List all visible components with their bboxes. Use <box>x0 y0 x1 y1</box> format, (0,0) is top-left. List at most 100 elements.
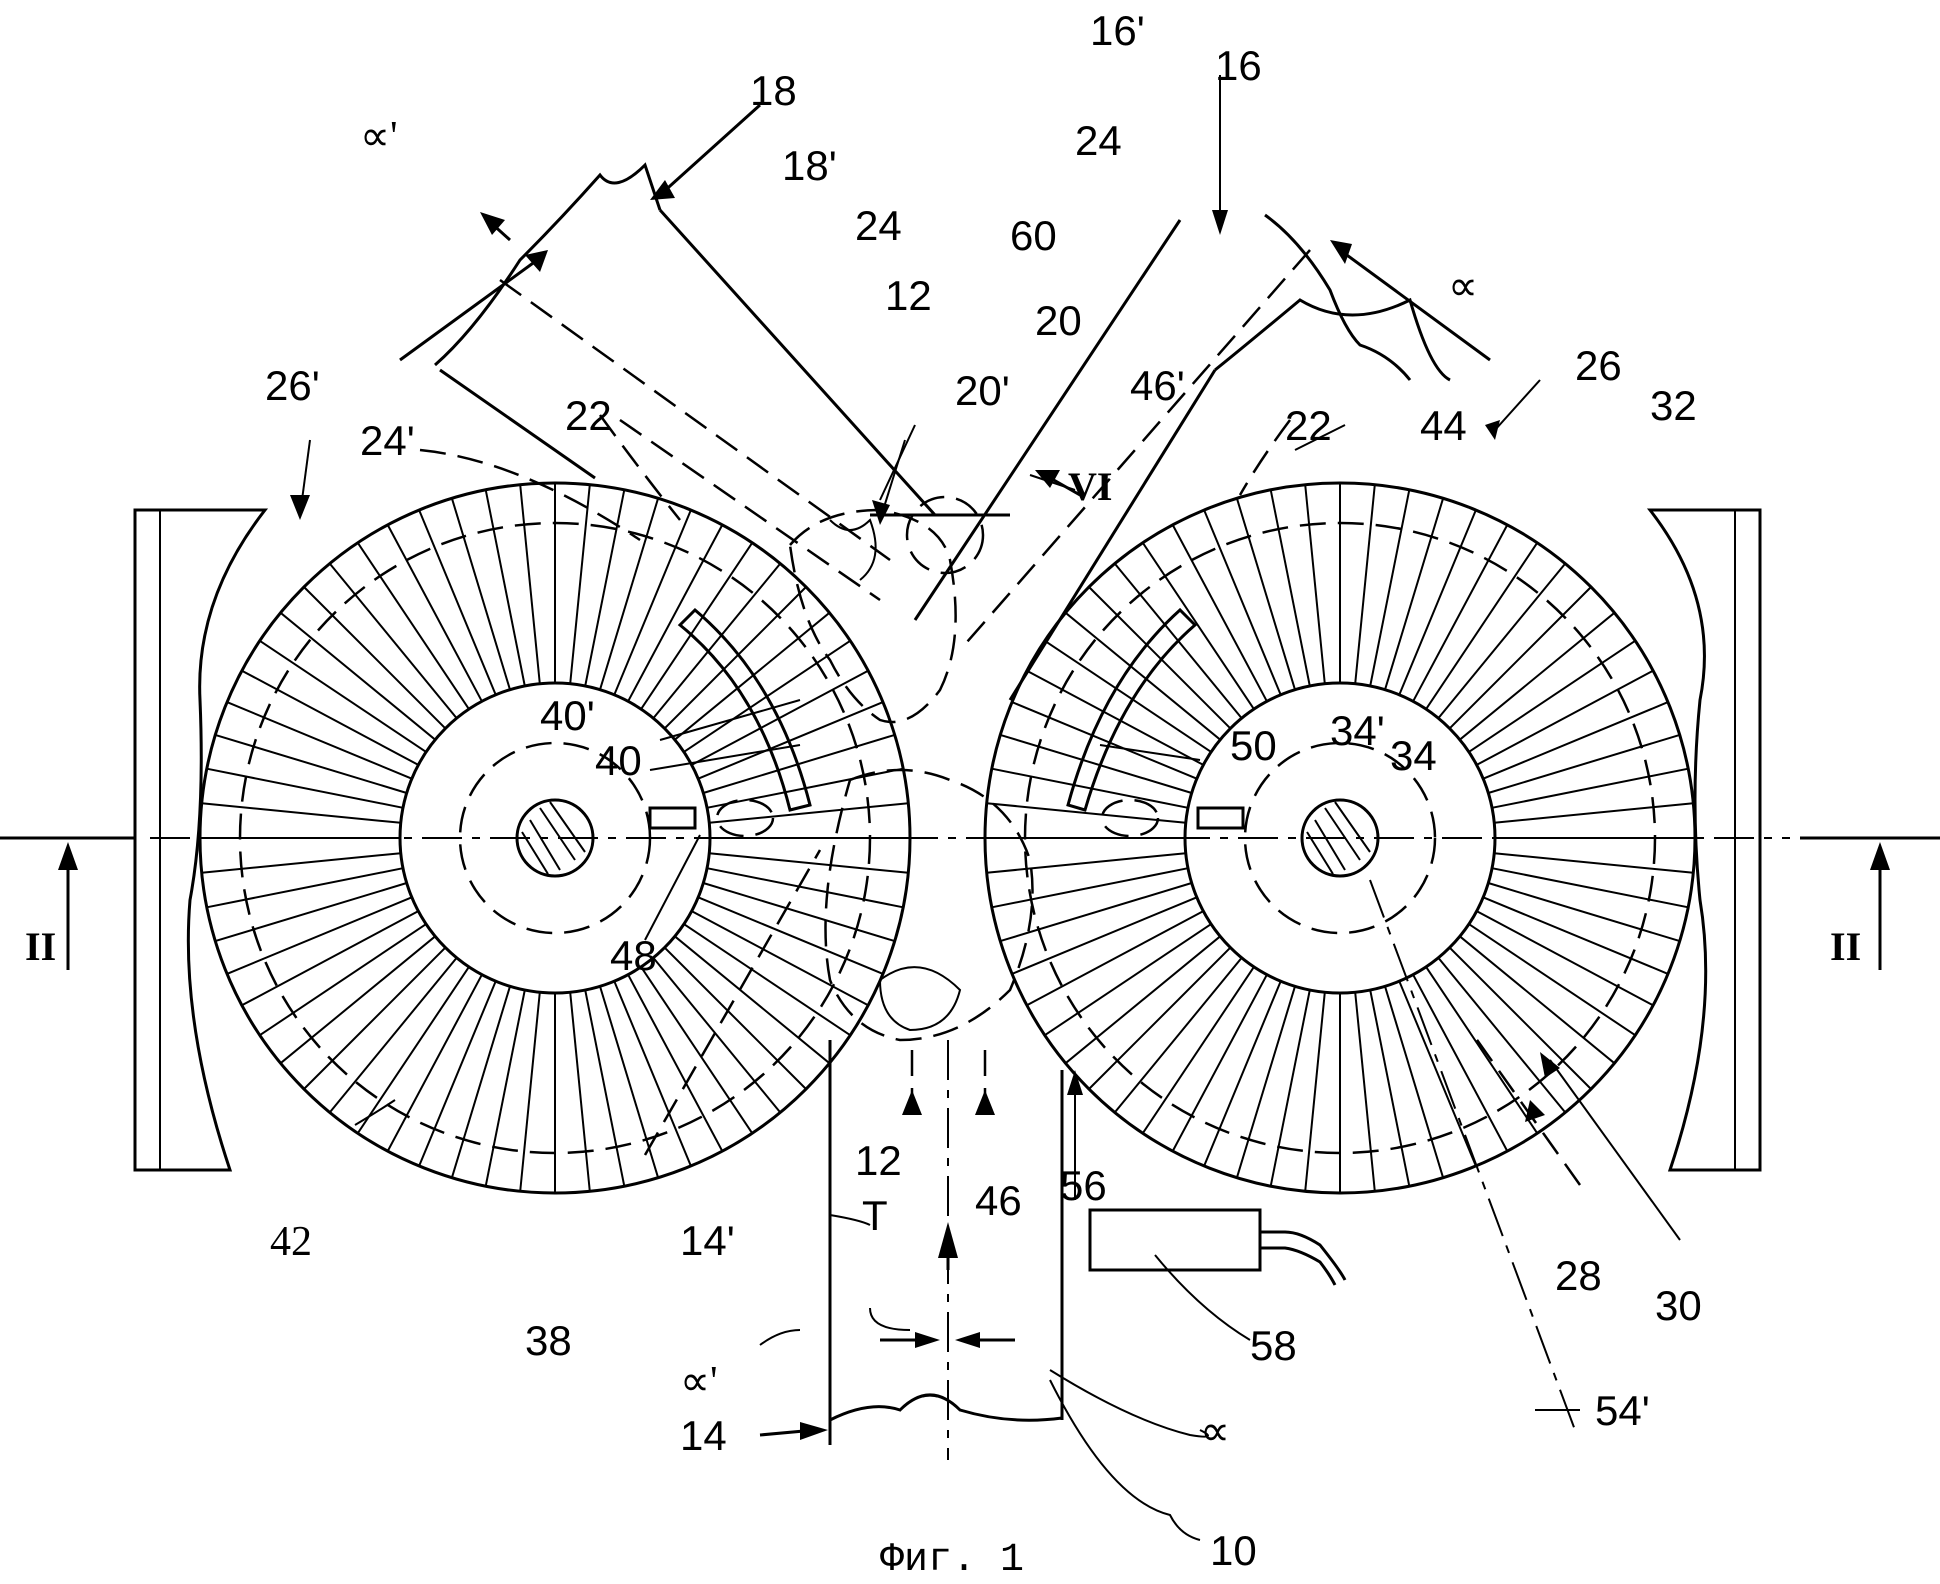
wheel-spoke <box>675 613 830 740</box>
wheel-spoke <box>1469 924 1635 1035</box>
wheel-spoke <box>1492 868 1688 907</box>
wheel-spoke <box>330 564 457 719</box>
axis-54p <box>1370 880 1575 1430</box>
ref-38: 38 <box>525 1317 572 1364</box>
left-wheel-spokes <box>200 483 910 1193</box>
section-arrow-left <box>58 842 78 970</box>
wheel-spoke <box>1045 641 1211 752</box>
wheel-spoke <box>1271 490 1310 686</box>
wheel-spoke <box>1492 769 1688 808</box>
wheel-spoke <box>675 936 830 1063</box>
wheel-spoke <box>1438 958 1565 1113</box>
wheel-spoke <box>1460 936 1615 1063</box>
ref-34: 34 <box>1390 732 1437 779</box>
wheel-spoke <box>304 587 445 728</box>
wheel-spoke <box>486 990 525 1186</box>
wheel-spoke <box>570 485 590 684</box>
ref-T: T <box>862 1192 888 1239</box>
wheel-spoke <box>330 958 457 1113</box>
wheel-spoke <box>987 853 1186 873</box>
ref-12-bottom: 12 <box>855 1137 902 1184</box>
section-line-ii <box>0 838 1940 970</box>
ref-26: 26 <box>1575 342 1622 389</box>
ref-24-a: 24 <box>855 202 902 249</box>
ref-22-right: 22 <box>1285 402 1332 449</box>
ref-50: 50 <box>1230 722 1277 769</box>
ref-28: 28 <box>1555 1252 1602 1299</box>
wheel-spoke <box>304 948 445 1089</box>
ref-18p: 18' <box>782 142 837 189</box>
wheel-spoke <box>1494 803 1693 823</box>
wheel-spoke <box>1089 587 1230 728</box>
wheel-spoke <box>1305 992 1325 1191</box>
wheel-spoke <box>1271 990 1310 1186</box>
wheel-spoke <box>260 641 426 752</box>
wheel-spoke <box>641 967 752 1133</box>
wheel-spoke <box>202 803 401 823</box>
right-rail-32 <box>1650 510 1760 1170</box>
ref-48: 48 <box>610 932 657 979</box>
wheel-spoke <box>665 587 806 728</box>
ref-60: 60 <box>1010 212 1057 259</box>
section-arrow-right <box>1870 842 1890 970</box>
wheel-spoke <box>653 958 780 1113</box>
ref-12-top: 12 <box>885 272 932 319</box>
wheel-spoke <box>1066 936 1221 1063</box>
wheel-spoke <box>1370 490 1409 686</box>
figure-caption: Фиг. 1 <box>880 1538 1024 1583</box>
wheel-spoke <box>260 924 426 1035</box>
wheel-spoke <box>1045 924 1211 1035</box>
ref-56: 56 <box>1060 1162 1107 1209</box>
wheel-spoke <box>1460 613 1615 740</box>
wheel-spoke <box>486 490 525 686</box>
ref-44: 44 <box>1420 402 1467 449</box>
ref-54p: 54' <box>1595 1387 1650 1434</box>
wheel-spoke <box>207 868 403 907</box>
ref-16: 16 <box>1215 42 1262 89</box>
wheel-spoke <box>1355 485 1375 684</box>
wheel-spoke <box>1355 992 1375 1191</box>
wheel-spoke <box>992 769 1188 808</box>
ref-alpha-bottom: ∝ <box>1200 1409 1230 1455</box>
view-label-vi: VI <box>1068 464 1112 509</box>
ref-24p: 24' <box>360 417 415 464</box>
ref-18: 18 <box>750 67 797 114</box>
ref-58: 58 <box>1250 1322 1297 1369</box>
ref-20: 20 <box>1035 297 1082 344</box>
wheel-spoke <box>1450 948 1591 1089</box>
ref-46p: 46' <box>1130 362 1185 409</box>
ref-alpha-p-top: ∝' <box>360 114 398 160</box>
wheel-spoke <box>1469 641 1635 752</box>
ref-46: 46 <box>975 1177 1022 1224</box>
wheel-spoke <box>520 485 540 684</box>
ref-14p: 14' <box>680 1217 735 1264</box>
ref-16p: 16' <box>1090 7 1145 54</box>
wheel-spoke <box>358 543 469 709</box>
ref-30: 30 <box>1655 1282 1702 1329</box>
wheel-spoke <box>281 936 436 1063</box>
ref-34p: 34' <box>1330 707 1385 754</box>
ref-32: 32 <box>1650 382 1697 429</box>
wheel-spoke <box>520 992 540 1191</box>
carcass-upper <box>790 497 1010 722</box>
wheel-spoke <box>281 613 436 740</box>
section-label-right: II <box>1830 924 1861 969</box>
wheel-spoke <box>1143 543 1254 709</box>
wheel-spoke <box>1426 967 1537 1133</box>
ref-26p: 26' <box>265 362 320 409</box>
ref-10: 10 <box>1210 1527 1257 1574</box>
ref-40p: 40' <box>540 692 595 739</box>
wheel-spoke <box>1370 990 1409 1186</box>
wheel-spoke <box>1089 948 1230 1089</box>
conveyor-10 <box>830 1040 1062 1460</box>
wheel-spoke <box>585 990 624 1186</box>
wheel-spoke <box>202 853 401 873</box>
ref-14: 14 <box>680 1412 727 1459</box>
wheel-spoke <box>1450 587 1591 728</box>
wheel-spoke <box>358 967 469 1133</box>
wheel-spoke <box>653 564 780 719</box>
wheel-spoke <box>992 868 1188 907</box>
ref-42: 42 <box>270 1219 312 1265</box>
wheel-spoke <box>1143 967 1254 1133</box>
